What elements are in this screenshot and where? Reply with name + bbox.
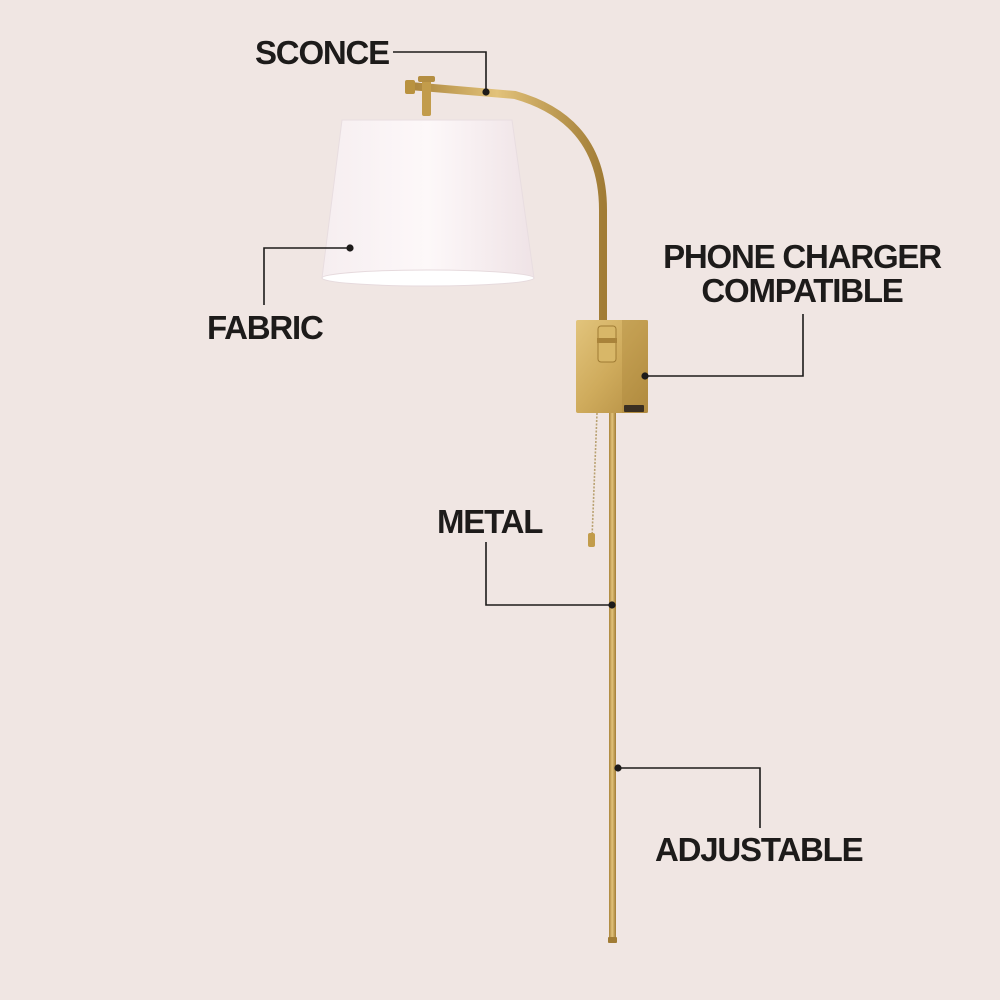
sconce-arm [406,82,607,344]
phone-charger-label-line1: PHONE CHARGER [663,238,942,275]
pull-chain [591,412,598,539]
fabric-shade [321,119,535,279]
adjustable-dot [614,764,622,772]
wall-plate [576,320,648,413]
metal-dot [608,601,616,609]
shade-bottom-rim [321,269,535,287]
adjustable-leader [618,767,761,828]
charger-dot [641,372,649,380]
sconce-dot [482,88,490,96]
swivel-joint-band [597,338,617,343]
shade-hanger-knob [418,76,435,82]
plate-shadow-edge [622,320,648,413]
pull-chain-handle [588,533,595,547]
adjustable-label: ADJUSTABLE [655,831,864,868]
shade-hanger [422,76,431,116]
arm-end-cap [405,80,415,94]
sconce-leader [393,51,487,92]
metal-rod [609,413,616,943]
rod-end-cap [608,937,617,943]
charger-leader [645,314,804,377]
charger-port [624,405,644,412]
sconce-label: SCONCE [255,34,390,71]
metal-leader [485,542,612,606]
metal-label: METAL [437,503,543,540]
phone-charger-label: PHONE CHARGER COMPATIBLE [662,240,942,308]
fabric-dot [346,244,354,252]
phone-charger-label-line2: COMPATIBLE [701,272,903,309]
swivel-joint [597,325,617,363]
fabric-label: FABRIC [207,309,324,346]
fabric-leader [263,247,350,305]
